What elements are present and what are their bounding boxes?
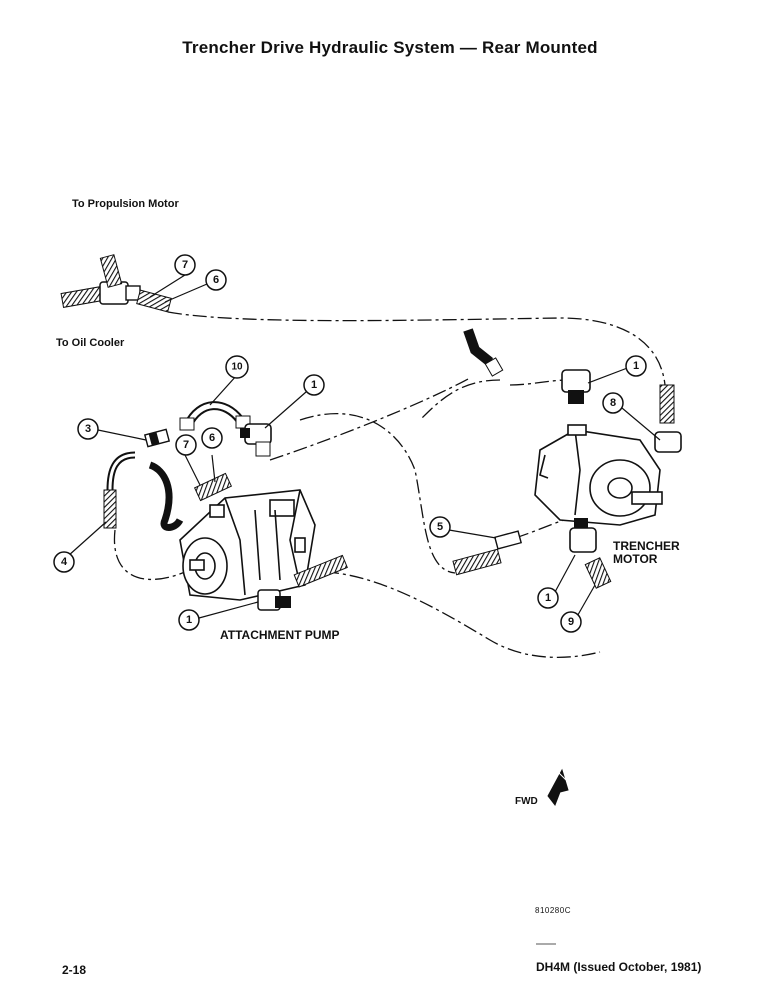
callout-3: 3 xyxy=(85,423,91,435)
callout-4: 4 xyxy=(61,556,68,568)
document-info: DH4M (Issued October, 1981) xyxy=(536,960,702,974)
line-pump-to-motor-top xyxy=(269,377,471,461)
callout-1b: 1 xyxy=(186,614,192,626)
callout-1c: 1 xyxy=(633,360,639,372)
fitting-3 xyxy=(143,428,171,448)
line-pump-to-trencher-diag xyxy=(299,413,456,574)
callout-5: 5 xyxy=(437,521,443,533)
callout-circle-3 xyxy=(77,418,99,440)
callout-1a: 1 xyxy=(311,379,317,391)
callout-circle-1d xyxy=(537,587,559,609)
routing-lines xyxy=(113,311,666,659)
fittings-6-7-pump xyxy=(193,472,233,502)
pump-bottom-fittings xyxy=(257,554,348,611)
hose-8 xyxy=(654,384,682,453)
drawing-number: 810280C xyxy=(535,906,571,915)
callout-circle-6b xyxy=(201,427,223,449)
propulsion-tee-fitting xyxy=(60,254,172,313)
callout-6a: 6 xyxy=(213,274,219,286)
callout-10: 10 xyxy=(231,362,243,373)
callout-1d: 1 xyxy=(545,592,551,604)
callout-7b: 7 xyxy=(183,439,189,451)
callout-circle-1b xyxy=(178,609,200,631)
page-title: Trencher Drive Hydraulic System — Rear M… xyxy=(182,38,598,57)
callout-circle-4 xyxy=(53,551,75,573)
callout-circle-1a xyxy=(303,374,325,396)
label-to-propulsion-motor: To Propulsion Motor xyxy=(72,198,179,210)
callout-8: 8 xyxy=(610,397,616,409)
label-to-oil-cooler: To Oil Cooler xyxy=(56,337,125,349)
label-attachment-pump: ATTACHMENT PUMP xyxy=(220,628,340,642)
callout-circle-7a xyxy=(174,254,196,276)
motor-bottom-fittings xyxy=(452,518,612,589)
callout-circle-6a xyxy=(205,269,227,291)
label-trencher-motor-line2: MOTOR xyxy=(613,552,658,566)
callout-circle-10 xyxy=(225,355,249,379)
label-fwd: FWD xyxy=(515,796,538,807)
line-top-return xyxy=(419,379,501,421)
callout-circle-9 xyxy=(560,611,582,633)
callout-7a: 7 xyxy=(182,259,188,271)
elbow-1-pump-top xyxy=(240,423,272,457)
callout-leaders xyxy=(67,274,661,621)
trencher-top-hose xyxy=(463,328,504,377)
hose-10 xyxy=(179,401,251,431)
hose-4 xyxy=(103,451,136,529)
line-fitting1-upper xyxy=(509,379,569,386)
trencher-motor-body xyxy=(534,424,663,526)
callout-circle-7b xyxy=(175,434,197,456)
label-trencher-motor: TRENCHER MOTOR xyxy=(613,540,680,566)
fwd-arrow-icon xyxy=(547,768,569,807)
label-trencher-motor-line1: TRENCHER xyxy=(613,539,680,553)
callout-9: 9 xyxy=(568,616,574,628)
page-number: 2-18 xyxy=(62,963,87,977)
line-propulsion-to-trencher xyxy=(167,311,666,386)
line-pump-to-motor-low xyxy=(324,571,601,659)
callout-circle-5 xyxy=(429,516,451,538)
line-pump-low-to-cooler xyxy=(113,529,186,581)
callout-6b: 6 xyxy=(209,432,215,444)
callout-circles xyxy=(53,254,647,633)
attachment-pump-body xyxy=(148,461,316,601)
elbow-1-trencher-top xyxy=(561,369,591,404)
callout-circle-1c xyxy=(625,355,647,377)
callout-circle-8 xyxy=(602,392,624,414)
